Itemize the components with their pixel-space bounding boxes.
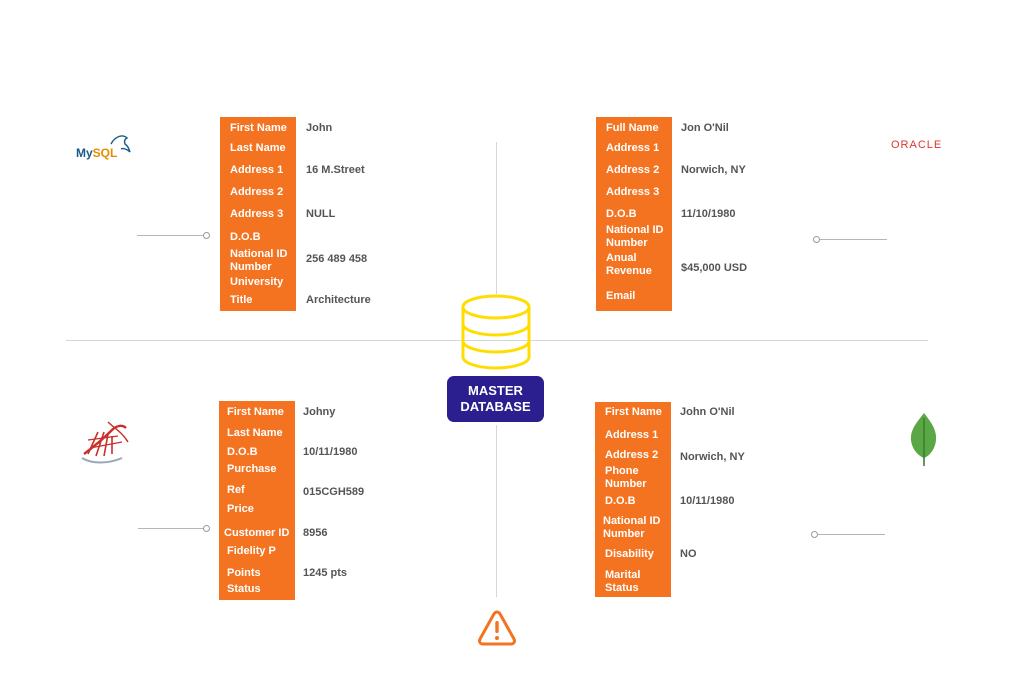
card-mongodb: First Name Address 1 Address 2 Phone Num…: [595, 402, 771, 597]
mysql-text-my: My: [76, 146, 93, 160]
sql-server-icon: [81, 421, 129, 464]
field-label: University: [230, 276, 284, 288]
field-value: Jon O'Nil: [681, 122, 729, 134]
card-mongodb-label-bar: [595, 402, 671, 597]
field-label: Address 3: [230, 208, 284, 220]
field-value: 16 M.Street: [306, 164, 365, 176]
connector-dot-bottom-right: [811, 531, 818, 538]
field-label: National ID: [603, 515, 661, 527]
card-sql-server: First Name Last Name D.O.B Purchase Ref …: [219, 401, 397, 600]
field-label: Address 1: [605, 429, 659, 441]
card-oracle: Full Name Address 1 Address 2 Address 3 …: [596, 117, 772, 311]
field-label: Address 2: [605, 449, 659, 461]
field-value: Johny: [303, 406, 336, 418]
field-label: Phone: [605, 465, 639, 477]
field-label: D.O.B: [606, 208, 637, 220]
field-label: Marital: [605, 569, 641, 581]
field-value: 1245 pts: [303, 567, 348, 579]
field-label: Number: [605, 478, 647, 490]
field-label: Address 1: [230, 164, 284, 176]
field-value: John O'Nil: [680, 406, 735, 418]
field-label: First Name: [227, 406, 284, 418]
connector-top-left: [137, 235, 204, 236]
connector-dot-bottom-left: [203, 525, 210, 532]
field-label: First Name: [230, 122, 287, 134]
warning-icon: [477, 609, 517, 647]
card-oracle-label-bar: [596, 117, 672, 311]
field-label: Customer ID: [224, 527, 290, 539]
field-value: 015CGH589: [303, 486, 365, 498]
connector-bottom-right: [818, 534, 885, 535]
field-value: Architecture: [306, 294, 371, 306]
vertical-divider-bottom: [496, 425, 497, 597]
field-label: Disability: [605, 548, 654, 560]
master-label-line1: MASTER: [468, 383, 523, 398]
field-label: Address 2: [230, 186, 284, 198]
connector-dot-top-left: [203, 232, 210, 239]
field-value: NO: [680, 548, 697, 560]
field-label: Status: [227, 583, 261, 595]
card-mysql-label-bar: [220, 117, 296, 311]
field-label: Full Name: [606, 122, 659, 134]
field-label: Number: [230, 261, 272, 273]
master-label-line2: DATABASE: [460, 399, 531, 414]
mysql-logo: MySQL: [75, 132, 137, 164]
field-label: Anual: [606, 252, 637, 264]
field-value: $45,000 USD: [681, 262, 748, 274]
field-label: Address 2: [606, 164, 660, 176]
vertical-divider-top: [496, 142, 497, 294]
field-value: 10/11/1980: [303, 446, 358, 458]
field-label: Last Name: [227, 427, 283, 439]
field-label: Purchase: [227, 463, 277, 475]
field-value: John: [306, 122, 333, 134]
field-label: Fidelity P: [227, 545, 276, 557]
field-label: Points: [227, 567, 261, 579]
field-value: 10/11/1980: [680, 495, 735, 507]
field-label: Ref: [227, 484, 245, 496]
field-label: Last Name: [230, 142, 286, 154]
leaf-icon: [910, 413, 937, 466]
connector-dot-top-right: [813, 236, 820, 243]
field-label: Number: [603, 528, 645, 540]
field-value: NULL: [306, 208, 336, 220]
field-label: Price: [227, 503, 254, 515]
field-label: Title: [230, 294, 253, 306]
field-label: Address 1: [606, 142, 660, 154]
horizontal-divider: [66, 340, 928, 341]
dolphin-icon: [110, 135, 131, 153]
sql-server-logo: [78, 418, 130, 468]
card-mysql: First Name Last Name Address 1 Address 2…: [220, 117, 400, 311]
field-label: Status: [605, 582, 639, 594]
field-value: 256 489 458: [306, 253, 368, 265]
field-label: Revenue: [606, 265, 652, 277]
field-label: Address 3: [606, 186, 660, 198]
field-label: National ID: [606, 224, 664, 236]
field-label: National ID: [230, 248, 288, 260]
field-label: D.O.B: [605, 495, 636, 507]
field-value: 11/10/1980: [681, 208, 736, 220]
mongodb-logo: [909, 412, 939, 468]
field-value: 8956: [303, 527, 328, 539]
field-label: D.O.B: [227, 446, 258, 458]
field-label: Number: [606, 237, 648, 249]
master-database-badge: MASTER DATABASE: [447, 376, 544, 422]
oracle-logo: ORACLE: [891, 139, 943, 151]
card-sql-server-label-bar: [219, 401, 295, 600]
connector-bottom-left: [138, 528, 204, 529]
field-value: Norwich, NY: [681, 164, 746, 176]
field-label: D.O.B: [230, 231, 261, 243]
field-label: Email: [606, 290, 636, 302]
database-icon: [458, 293, 534, 373]
field-label: First Name: [605, 406, 662, 418]
mysql-text-sql: SQL: [92, 146, 118, 160]
connector-top-right: [820, 239, 887, 240]
field-value: Norwich, NY: [680, 451, 745, 463]
